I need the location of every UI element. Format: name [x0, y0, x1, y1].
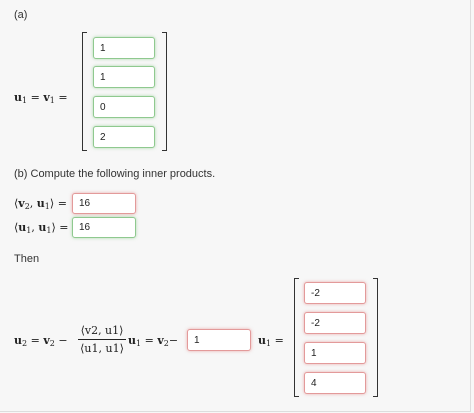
projection-coefficient-input[interactable]: 1 — [187, 329, 251, 351]
u1-symbol-2: u — [258, 334, 266, 347]
u1-sub-2: 1 — [266, 339, 272, 348]
u-symbol: u — [14, 91, 22, 104]
part-a-label: (a) — [14, 9, 28, 21]
v2-sub: 2 — [49, 339, 55, 348]
minus2: − — [168, 334, 179, 347]
inner-product-u1-u1-value: 16 — [79, 222, 91, 233]
u1-entry-4-value: 2 — [100, 131, 106, 143]
u2-entry-1-input[interactable]: -2 — [304, 282, 366, 304]
equals-sign: = — [58, 91, 68, 104]
u2-entry-4-input[interactable]: 4 — [304, 372, 366, 394]
result-left-bracket — [294, 278, 299, 397]
u1-entry-1-input[interactable]: 1 — [93, 37, 155, 59]
left-bracket — [82, 32, 87, 151]
u2-entry-3-value: 1 — [311, 347, 317, 359]
ip2-a-sub: 1 — [26, 226, 32, 235]
ip2-sep: , — [31, 221, 39, 234]
eq2: = — [144, 334, 154, 347]
projection-fraction: ⟨v2, u1⟩ ⟨u1, u1⟩ — [78, 324, 126, 355]
angle-close: ⟩ — [51, 221, 56, 234]
inner-product-v2-u1-input[interactable]: 16 — [72, 193, 136, 214]
u2-entry-2-input[interactable]: -2 — [304, 312, 366, 334]
v2-symbol-2: v — [157, 334, 164, 347]
u1-symbol: u — [128, 334, 136, 347]
eq3: = — [274, 334, 284, 347]
u1-equals-v2-minus-label: u1 = v2− — [128, 334, 178, 348]
projection-coefficient-value: 1 — [194, 334, 200, 346]
u2-entry-1-value: -2 — [311, 287, 320, 299]
ip1-a-sub: 2 — [24, 202, 30, 211]
ip1-b: u — [36, 197, 45, 210]
u1-entry-1-value: 1 — [100, 42, 106, 54]
angle-close: ⟩ — [49, 197, 55, 210]
fraction-denominator: ⟨u1, u1⟩ — [80, 342, 124, 355]
u2-entry-3-input[interactable]: 1 — [304, 342, 366, 364]
inner-product-u1-u1-input[interactable]: 16 — [72, 217, 136, 238]
fraction-numerator: ⟨v2, u1⟩ — [80, 324, 124, 337]
inner-product-v2-u1-label: ⟨v2, u1⟩ = — [14, 197, 67, 211]
v-subscript: 1 — [49, 96, 55, 105]
ip2-equals: = — [59, 221, 69, 234]
ip1-a: v — [18, 197, 25, 210]
angle-open: ⟨ — [14, 221, 19, 234]
v-symbol: v — [43, 91, 50, 104]
inner-product-v2-u1-value: 16 — [79, 198, 91, 209]
ip1-b-sub: 1 — [44, 202, 50, 211]
angle-open: ⟨ — [14, 197, 19, 210]
u2-equals-v2-minus-label: u2 = v2 − — [14, 334, 68, 348]
u1-entry-3-value: 0 — [100, 101, 106, 113]
u2-entry-4-value: 4 — [311, 377, 317, 389]
part-b-prompt: (b) Compute the following inner products… — [14, 168, 216, 180]
eq1: = — [30, 334, 40, 347]
ip2-b-sub: 1 — [46, 226, 52, 235]
u1-entry-2-input[interactable]: 1 — [93, 66, 155, 88]
u2-sub: 2 — [22, 339, 28, 348]
u1-times-label: u1 = — [258, 334, 284, 348]
u1-entry-4-input[interactable]: 2 — [93, 126, 155, 148]
result-right-bracket — [373, 278, 378, 397]
v2-sub-2: 2 — [163, 339, 169, 348]
u-subscript: 1 — [22, 96, 28, 105]
u1-sub: 1 — [136, 339, 142, 348]
u1-equals-v1-label: u1 = v1 = — [14, 91, 68, 105]
ip1-equals: = — [57, 197, 67, 210]
minus1: − — [58, 334, 68, 347]
u2-entry-2-value: -2 — [311, 317, 320, 329]
u1-entry-2-value: 1 — [100, 71, 106, 83]
u1-entry-3-input[interactable]: 0 — [93, 96, 155, 118]
v2-symbol: v — [43, 334, 50, 347]
inner-product-u1-u1-label: ⟨u1, u1⟩ = — [14, 221, 69, 235]
then-label: Then — [14, 253, 40, 265]
fraction-bar — [78, 339, 126, 340]
right-bracket — [162, 32, 167, 151]
ip1-sep: , — [29, 197, 37, 210]
ip2-b: u — [38, 221, 47, 234]
ip2-a: u — [18, 221, 27, 234]
u2-symbol: u — [14, 334, 22, 347]
equals-sign: = — [30, 91, 40, 104]
